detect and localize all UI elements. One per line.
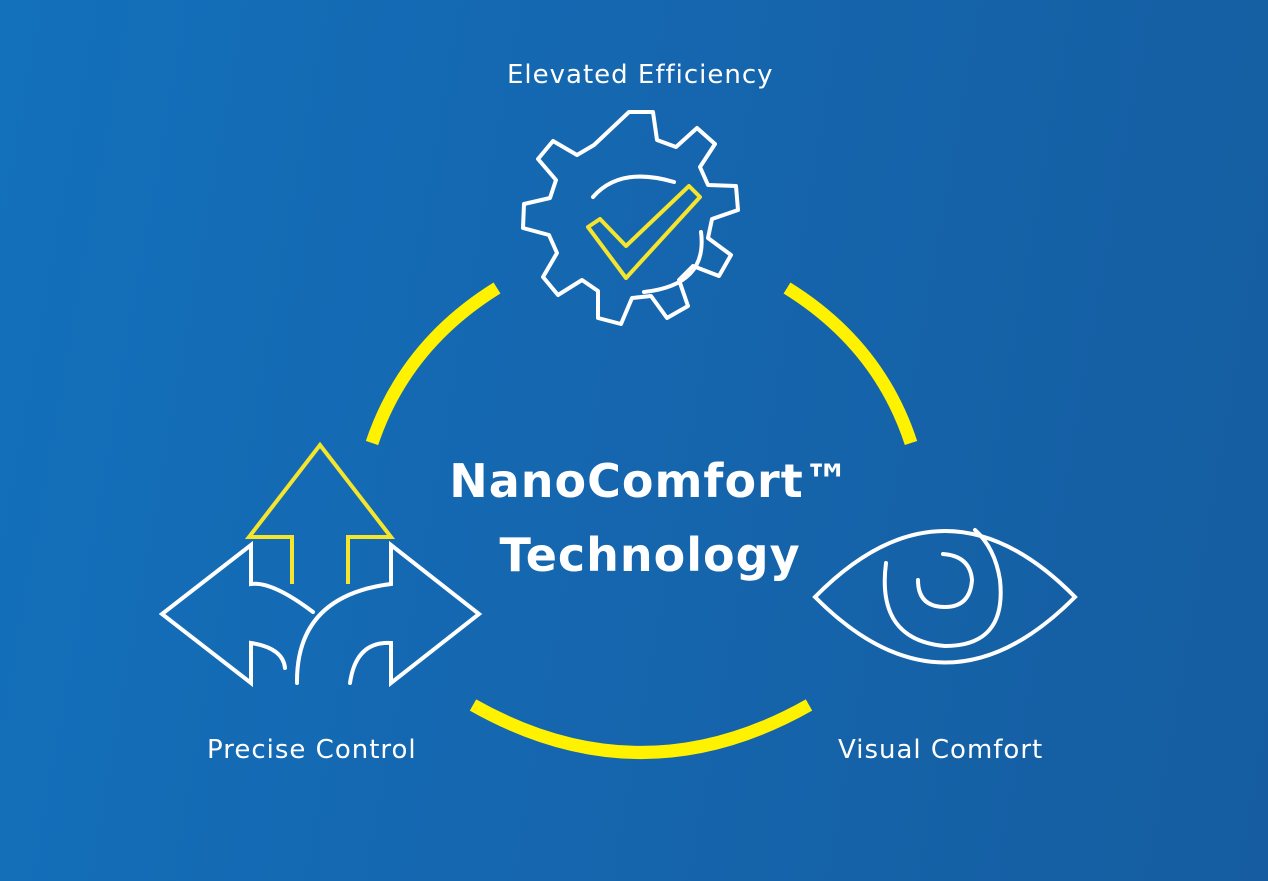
center-title-line1: NanoComfort™ <box>449 454 851 508</box>
node-label-visual-comfort: Visual Comfort <box>838 735 1044 765</box>
gear-outline <box>521 110 740 326</box>
node-label-precise-control: Precise Control <box>207 735 417 765</box>
left-arrow <box>158 540 315 688</box>
arc-bottom <box>469 699 813 759</box>
up-arrow <box>244 441 396 584</box>
three-way-arrows-icon <box>158 441 483 688</box>
center-title-line2: Technology <box>499 528 801 582</box>
right-arrow <box>294 540 483 688</box>
gear-check-icon <box>521 110 740 326</box>
eye-icon <box>812 528 1078 665</box>
arc-top-left <box>365 282 501 446</box>
arc-top-right <box>783 282 918 446</box>
gear-inner-arc-right <box>642 230 704 294</box>
eye-outline <box>812 529 1078 665</box>
node-label-elevated-efficiency: Elevated Efficiency <box>507 60 774 90</box>
check-mark <box>586 184 702 280</box>
gear-inner-arc-top <box>591 174 676 199</box>
eye-pupil <box>916 552 975 610</box>
eye-iris <box>882 528 1003 649</box>
cycle-arcs <box>365 282 918 759</box>
